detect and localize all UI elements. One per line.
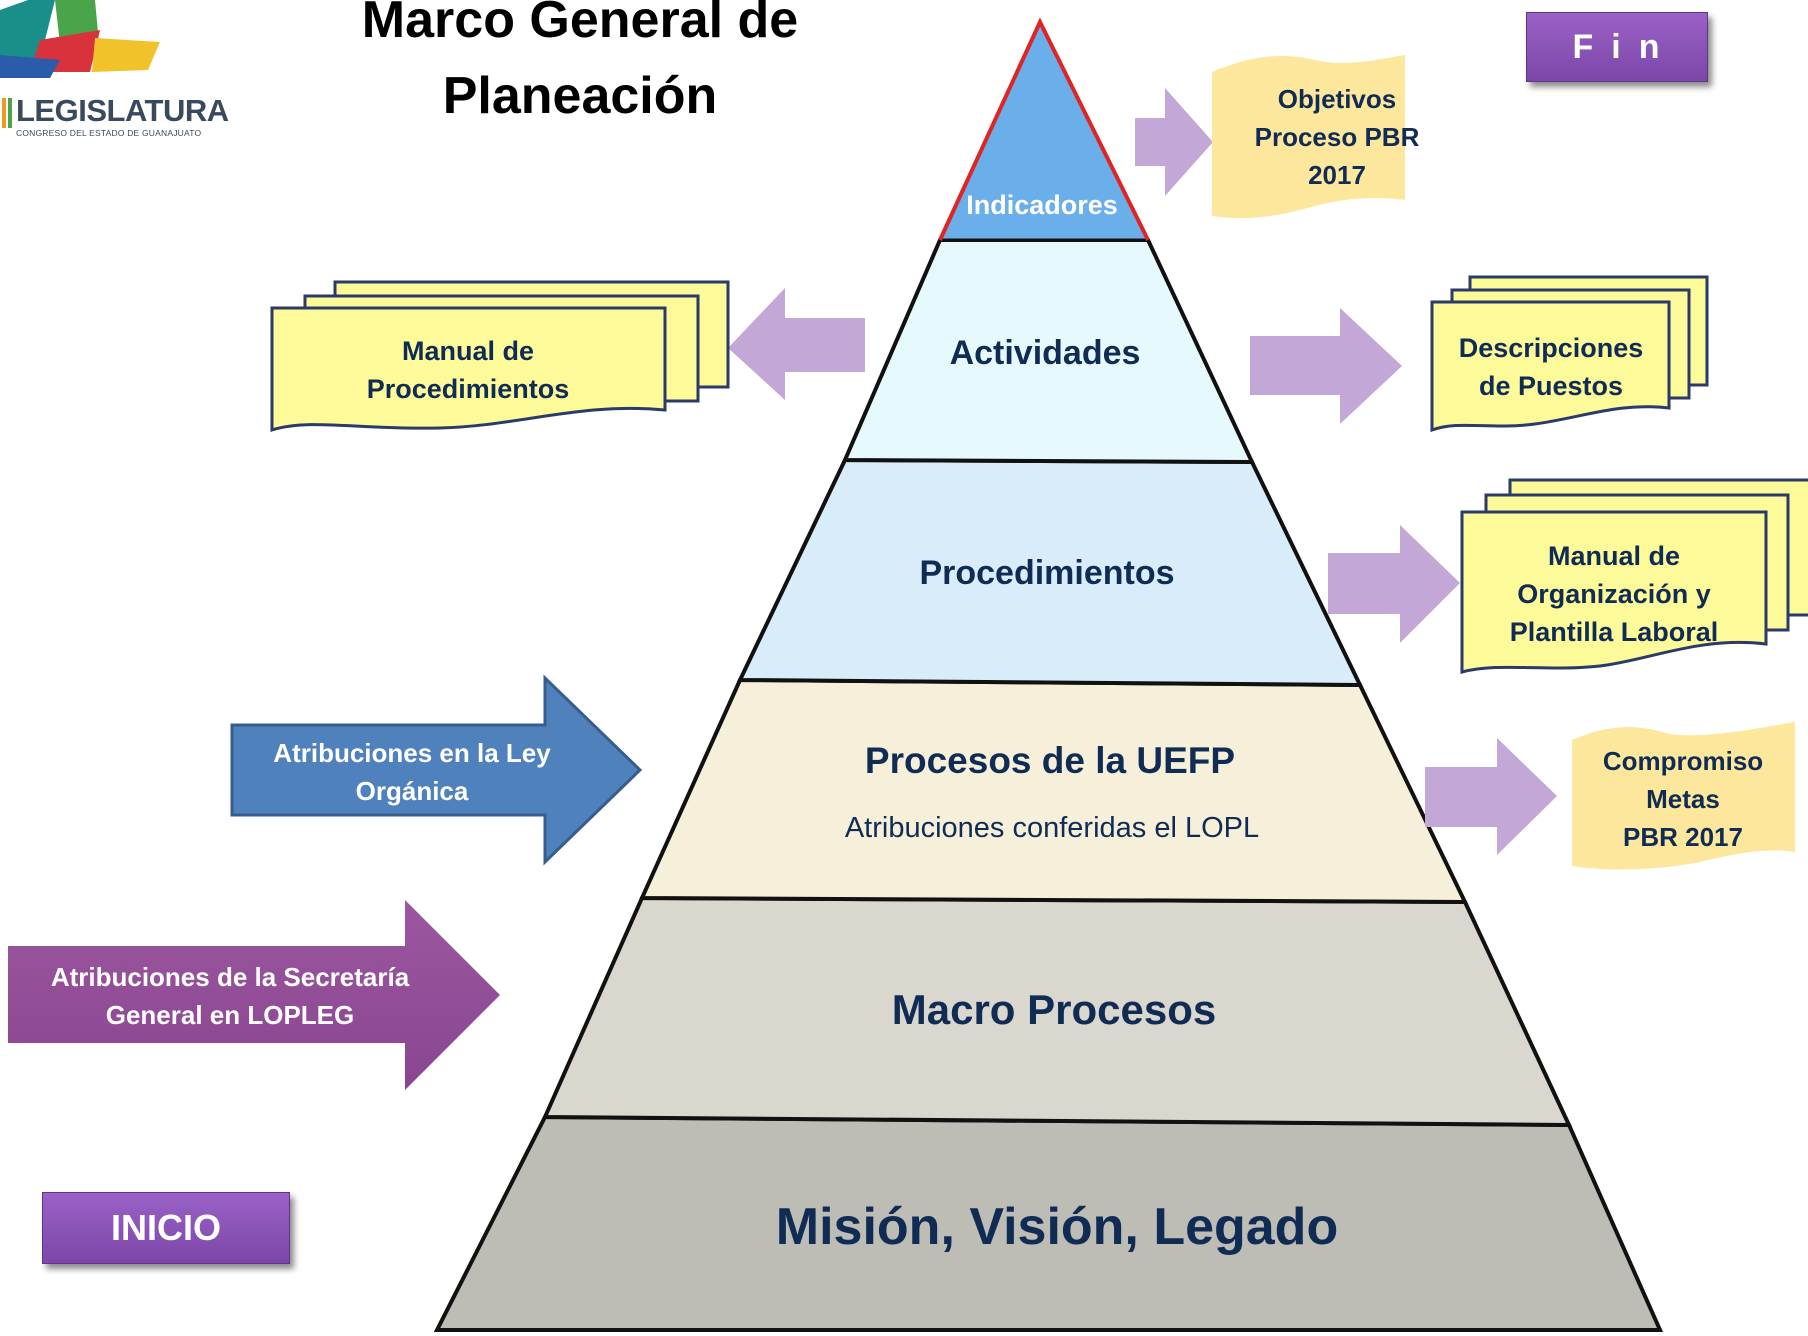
doc-layer-front <box>1460 510 1768 674</box>
doc-descripciones: Descripciones de Puestos <box>1430 275 1709 433</box>
arrow-to-manual-organizacion <box>1328 525 1460 643</box>
objetivos-line-1: Objetivos <box>1278 84 1396 114</box>
manual-org-line-3: Plantilla Laboral <box>1510 617 1719 647</box>
legislatura-logo <box>0 0 160 128</box>
secretaria-line-1: Atribuciones de la Secretaría <box>51 962 410 992</box>
logo-wordmark: LEGISLATURA <box>16 93 229 128</box>
macro-label: Macro Procesos <box>892 986 1216 1033</box>
manual-org-line-2: Organización y <box>1517 579 1711 609</box>
arrow-to-descripciones <box>1250 308 1402 424</box>
fin-button[interactable]: Fin <box>1526 12 1708 82</box>
descripciones-line-2: de Puestos <box>1479 371 1623 401</box>
doc-manual-procedimientos: Manual de Procedimientos <box>270 280 730 433</box>
arrow-to-manual-procedimientos <box>728 288 865 400</box>
page-title: Marco General de Planeación <box>280 0 880 134</box>
procesos-label: Procesos de la UEFP <box>865 740 1235 781</box>
compromiso-line-3: PBR 2017 <box>1623 822 1743 852</box>
level-procesos <box>638 677 1469 905</box>
manual-proc-line-2: Procedimientos <box>367 374 570 404</box>
actividades-label: Actividades <box>950 334 1141 372</box>
ley-organica-line-1: Atribuciones en la Ley <box>273 738 551 768</box>
objetivos-line-3: 2017 <box>1308 160 1366 190</box>
page-title-line-2: Planeación <box>442 67 718 125</box>
manual-proc-line-1: Manual de <box>402 336 534 366</box>
secretaria-line-2: General en LOPLEG <box>106 1000 355 1030</box>
arrow-secretaria: Atribuciones de la Secretaría General en… <box>8 900 500 1090</box>
procedimientos-label: Procedimientos <box>919 554 1174 592</box>
objetivos-line-2: Proceso PBR <box>1255 122 1420 152</box>
apex-outline <box>938 17 1150 241</box>
procesos-sublabel: Atribuciones conferidas el LOPL <box>845 812 1259 844</box>
compromiso-line-2: Metas <box>1646 784 1720 814</box>
inicio-button[interactable]: INICIO <box>42 1192 290 1264</box>
doc-layer-front <box>270 306 667 433</box>
doc-manual-organizacion: Manual de Organización y Plantilla Labor… <box>1460 478 1808 674</box>
arrow-to-compromiso <box>1425 738 1557 855</box>
logo-bar-green <box>8 98 12 128</box>
scroll-compromiso: Compromiso Metas PBR 2017 <box>1572 722 1795 870</box>
logo-shape-yellow <box>92 38 160 72</box>
pyramid: Indicadores Actividades Procedimientos P… <box>433 17 1664 1332</box>
manual-org-line-1: Manual de <box>1548 541 1680 571</box>
logo-bar-orange <box>2 98 6 128</box>
logo-subtitle: CONGRESO DEL ESTADO DE GUANAJUATO <box>16 128 202 138</box>
arrow-ley-organica: Atribuciones en la Ley Orgánica <box>230 674 643 866</box>
descripciones-line-1: Descripciones <box>1459 333 1644 363</box>
lilac-arrows <box>728 88 1557 855</box>
doc-layer-front <box>1430 300 1671 433</box>
mision-label: Misión, Visión, Legado <box>776 1198 1338 1256</box>
ley-organica-line-2: Orgánica <box>356 776 469 806</box>
compromiso-line-1: Compromiso <box>1603 746 1763 776</box>
logo-shape-blue <box>0 55 60 78</box>
fin-button-label: Fin <box>1572 27 1678 66</box>
indicadores-label: Indicadores <box>966 190 1118 220</box>
scroll-objetivos: Objetivos Proceso PBR 2017 <box>1212 55 1420 219</box>
inicio-button-label: INICIO <box>110 1207 221 1248</box>
page-title-line-1: Marco General de <box>361 0 799 49</box>
arrow-to-objetivos <box>1135 88 1213 196</box>
